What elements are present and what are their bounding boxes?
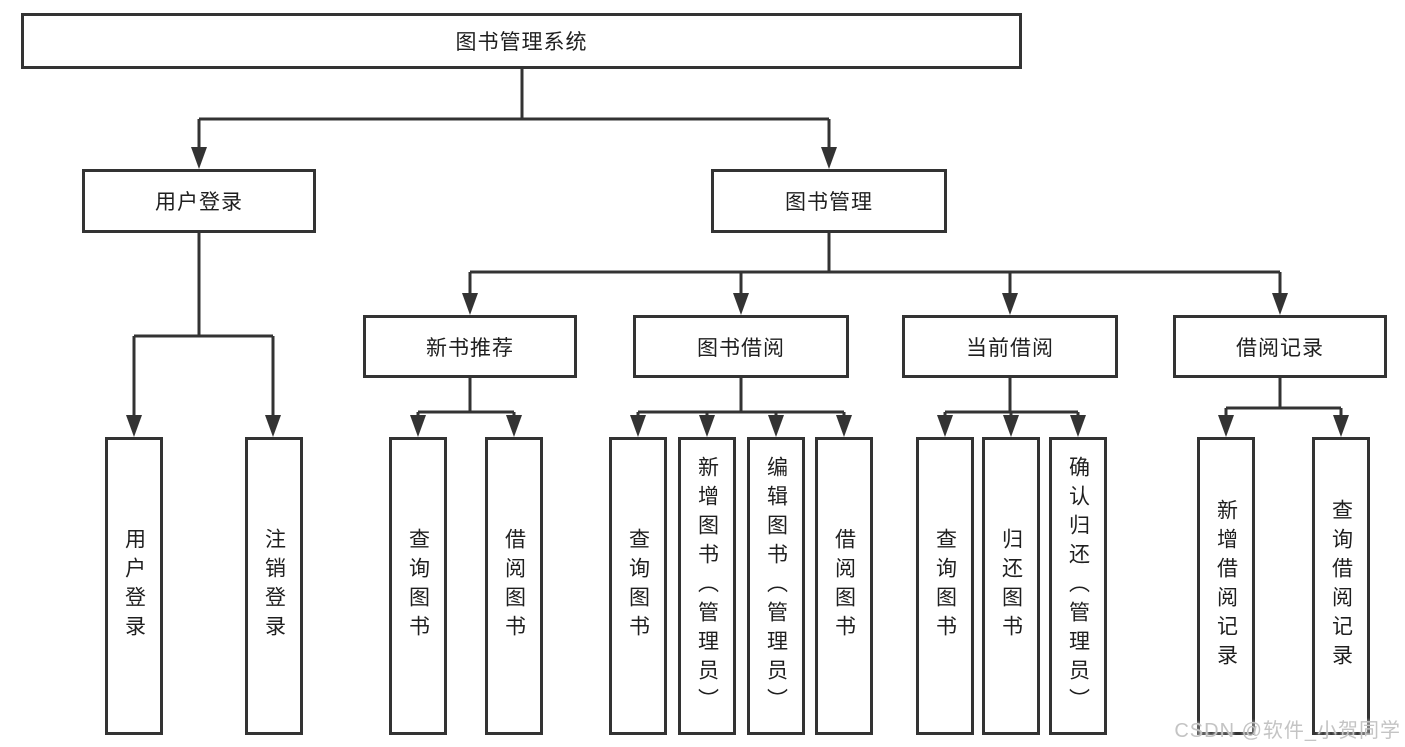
arrowhead <box>630 415 646 437</box>
edge-borrowrecords-to-leaves <box>1224 378 1343 420</box>
node-book-borrowing: 图书借阅 <box>633 315 849 378</box>
edge-newbookrec-to-leaves <box>416 378 516 420</box>
leaf-query-books: 查询图书 <box>609 437 667 735</box>
arrowhead <box>126 415 142 437</box>
arrowhead <box>1002 293 1018 315</box>
arrowhead <box>836 415 852 437</box>
leaf-confirm-return-admin: 确认归还（管理员） <box>1049 437 1107 735</box>
leaf-query-books: 查询图书 <box>389 437 447 735</box>
arrowhead <box>1333 415 1349 437</box>
arrowhead <box>506 415 522 437</box>
node-root-library-system: 图书管理系统 <box>21 13 1022 69</box>
leaf-query-books: 查询图书 <box>916 437 974 735</box>
arrowhead <box>462 293 478 315</box>
leaf-borrow-books: 借阅图书 <box>815 437 873 735</box>
edge-root-to-level2 <box>197 69 831 152</box>
csdn-watermark: CSDN @软件_小贺同学 <box>1174 720 1401 742</box>
node-new-book-recommendation: 新书推荐 <box>363 315 577 378</box>
edge-bookmgmt-to-level3 <box>468 233 1282 298</box>
arrowhead <box>191 147 207 169</box>
arrowhead <box>937 415 953 437</box>
arrowheads <box>126 147 1349 437</box>
arrowhead <box>768 415 784 437</box>
node-current-borrowing: 当前借阅 <box>902 315 1118 378</box>
edge-currentborrow-to-leaves <box>943 378 1080 420</box>
arrowhead <box>1070 415 1086 437</box>
arrowhead <box>1218 415 1234 437</box>
leaf-borrow-books: 借阅图书 <box>485 437 543 735</box>
leaf-logout: 注销登录 <box>245 437 303 735</box>
leaf-add-books-admin: 新增图书（管理员） <box>678 437 736 735</box>
leaf-add-borrow-record: 新增借阅记录 <box>1197 437 1255 735</box>
arrowhead <box>1272 293 1288 315</box>
node-book-management: 图书管理 <box>711 169 947 233</box>
arrowhead <box>1003 415 1019 437</box>
arrowhead <box>410 415 426 437</box>
edge-bookborrow-to-leaves <box>636 378 846 420</box>
arrowhead <box>821 147 837 169</box>
leaf-edit-books-admin: 编辑图书（管理员） <box>747 437 805 735</box>
arrowhead <box>265 415 281 437</box>
leaf-query-borrow-record: 查询借阅记录 <box>1312 437 1370 735</box>
arrowhead <box>733 293 749 315</box>
leaf-user-login: 用户登录 <box>105 437 163 735</box>
node-borrowing-records: 借阅记录 <box>1173 315 1387 378</box>
arrowhead <box>699 415 715 437</box>
edge-userlogin-to-leaves <box>132 233 275 420</box>
leaf-return-books: 归还图书 <box>982 437 1040 735</box>
node-user-login: 用户登录 <box>82 169 316 233</box>
